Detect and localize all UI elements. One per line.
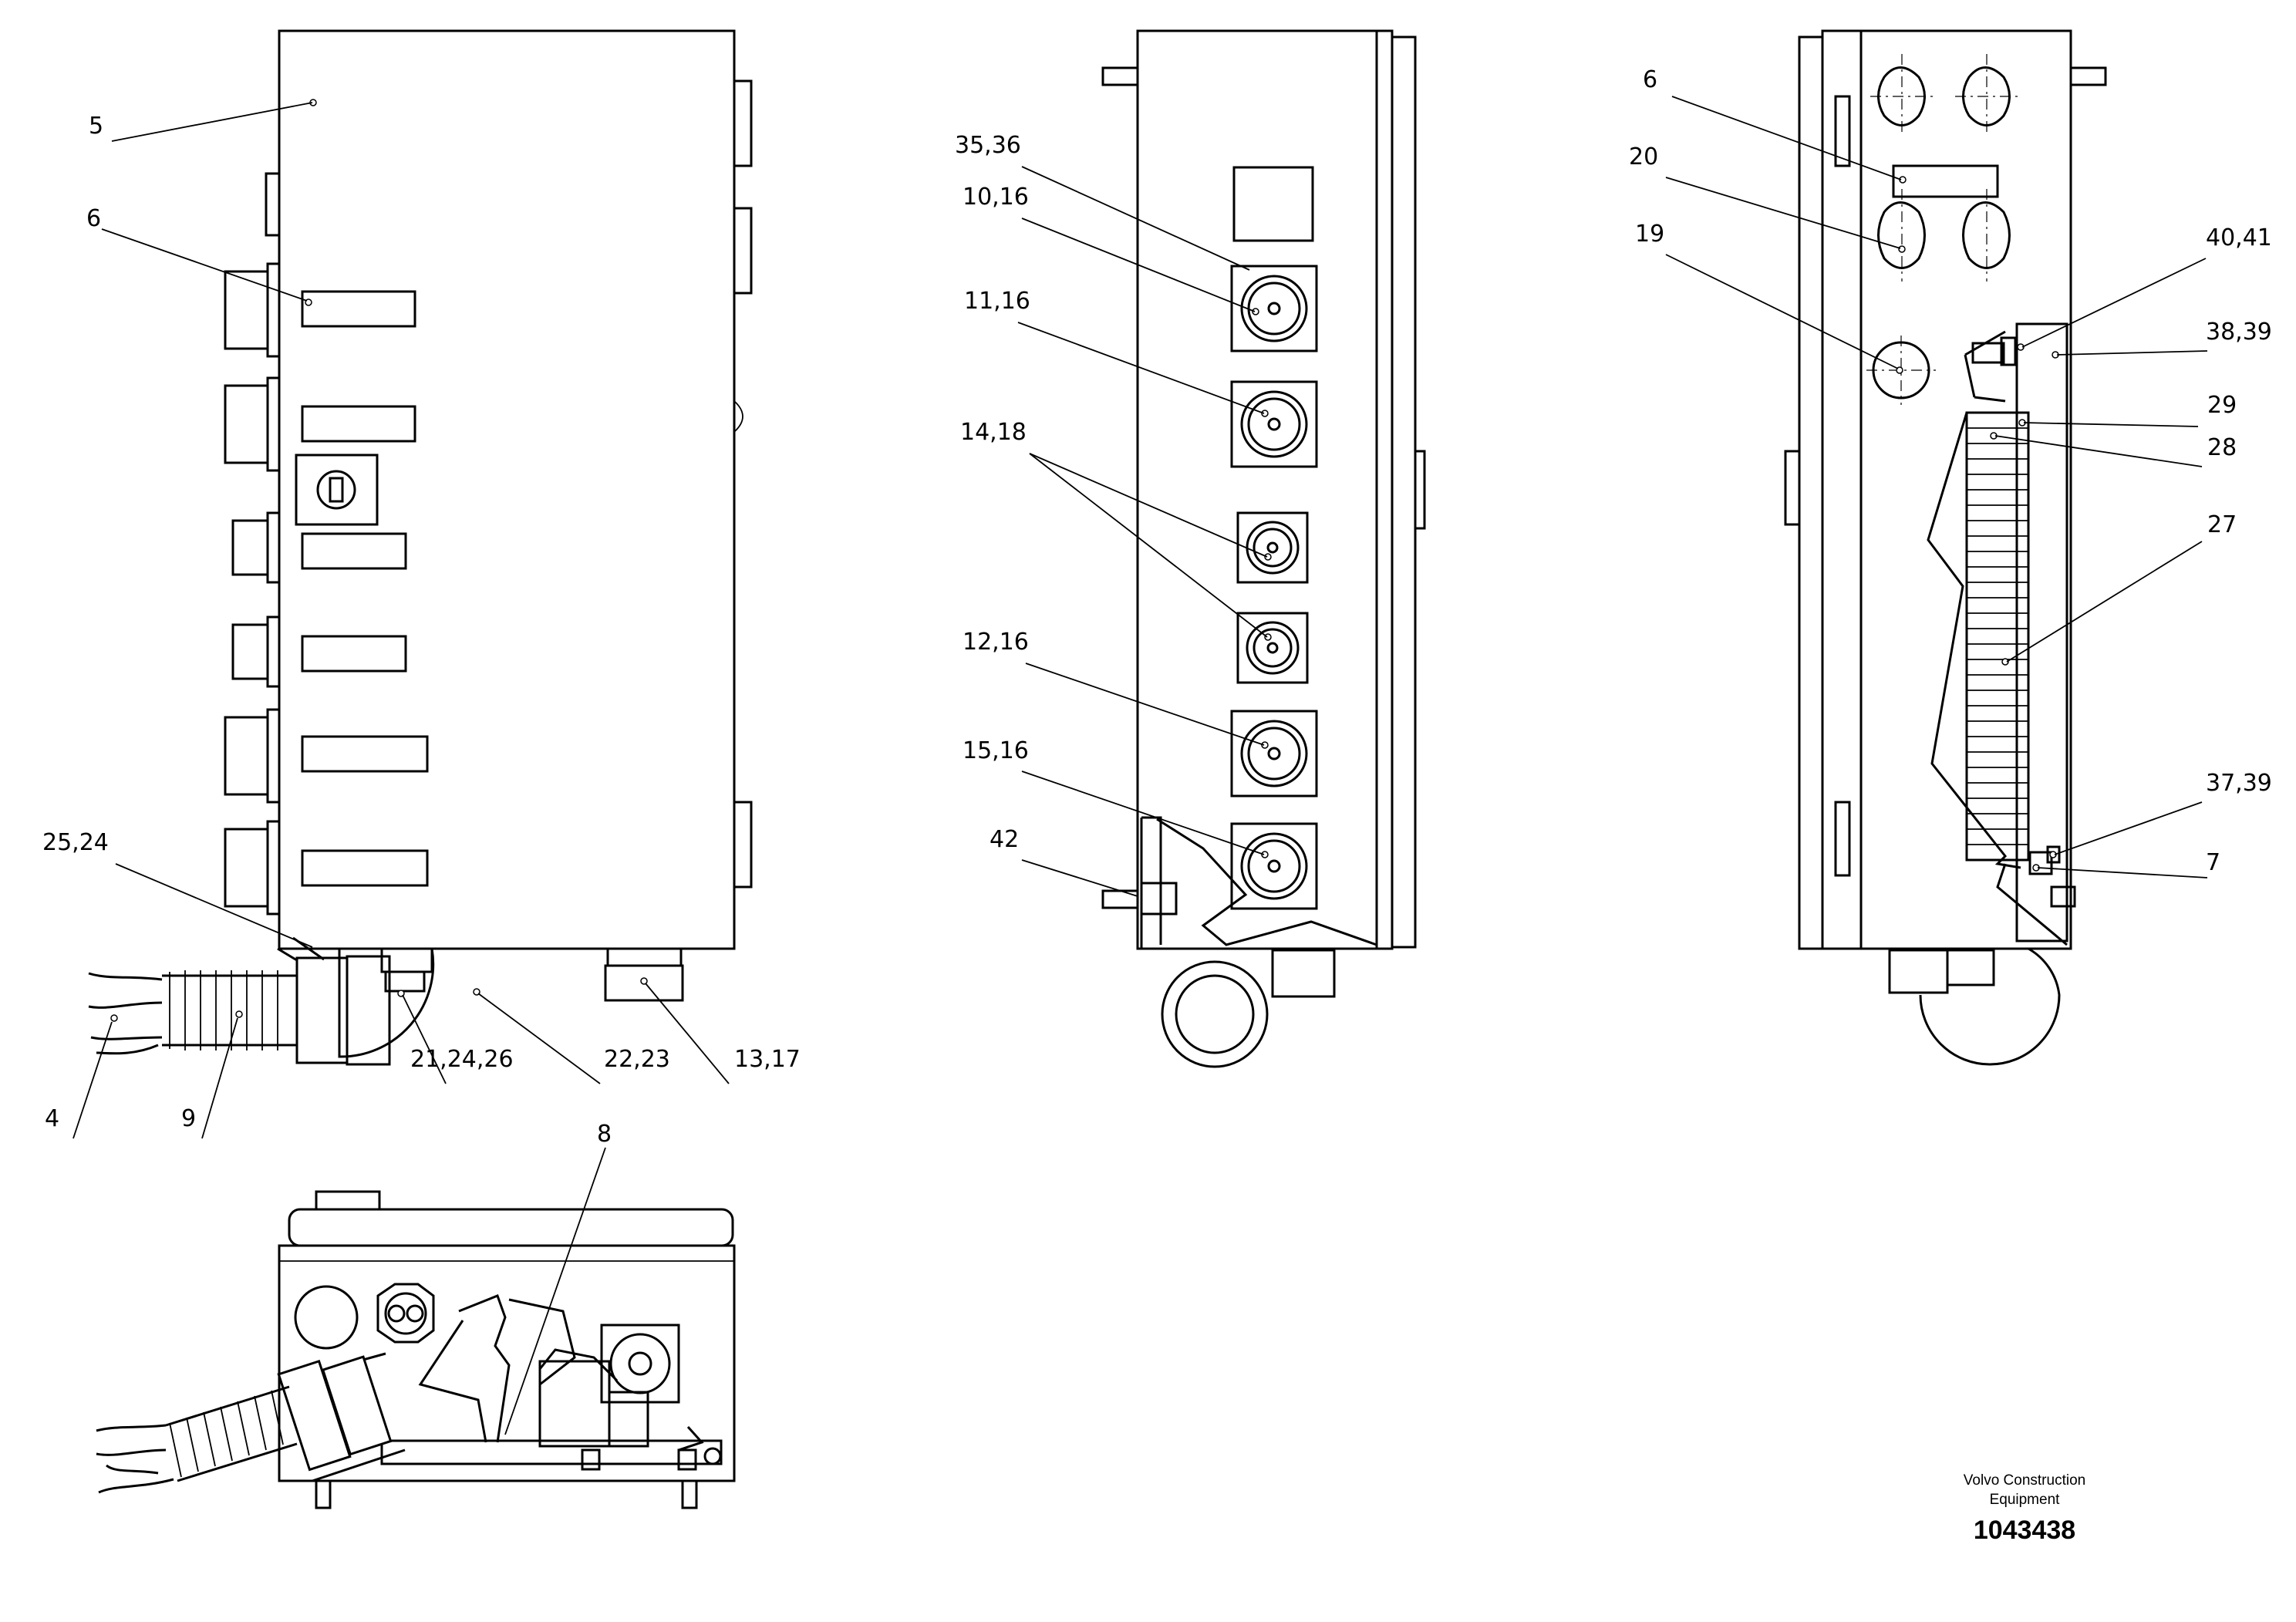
callout-37-39: 37,39 bbox=[2206, 770, 2272, 797]
leaders-side bbox=[1017, 166, 1268, 897]
callout-13-17: 13,17 bbox=[734, 1046, 801, 1073]
drawing-number: 1043438 bbox=[1974, 1516, 2075, 1545]
leaders-cutaway bbox=[1665, 96, 2208, 878]
callout-8: 8 bbox=[597, 1121, 612, 1148]
round-connector bbox=[600, 1324, 680, 1404]
title-block: Volvo Construction Equipment 1043438 bbox=[1964, 1472, 2085, 1545]
cable-gland bbox=[376, 1283, 435, 1344]
callout-10-16: 10,16 bbox=[963, 184, 1029, 211]
cabinet-cutaway bbox=[1859, 29, 2072, 950]
bottom-view: 8 bbox=[96, 1121, 736, 1509]
callout-38-39: 38,39 bbox=[2206, 319, 2272, 346]
key-switch bbox=[295, 454, 379, 526]
fuse-holders bbox=[1870, 54, 2021, 282]
cable-assembly bbox=[88, 936, 684, 1066]
callout-7: 7 bbox=[2206, 849, 2220, 876]
callout-27: 27 bbox=[2207, 511, 2237, 538]
callout-25-24: 25,24 bbox=[42, 829, 109, 856]
brand-line-2: Equipment bbox=[1990, 1492, 2061, 1508]
callout-35-36: 35,36 bbox=[955, 132, 1021, 159]
leaders-front bbox=[72, 102, 730, 1139]
conduit bbox=[96, 1352, 406, 1494]
callout-11-16: 11,16 bbox=[964, 288, 1030, 315]
callout-15-16: 15,16 bbox=[963, 737, 1029, 764]
panel-connectors bbox=[1230, 166, 1318, 910]
cabinet-body bbox=[278, 29, 736, 950]
callout-28: 28 bbox=[2207, 434, 2237, 461]
callout-42: 42 bbox=[990, 826, 1019, 853]
callout-20: 20 bbox=[1629, 143, 1658, 170]
callout-40-41: 40,41 bbox=[2206, 224, 2272, 251]
terminal-relay bbox=[538, 1348, 649, 1448]
callout-9: 9 bbox=[181, 1105, 196, 1132]
callout-5: 5 bbox=[89, 113, 103, 140]
side-connectors bbox=[224, 172, 281, 916]
callout-6: 6 bbox=[86, 205, 101, 232]
callout-21-24-26: 21,24,26 bbox=[410, 1046, 514, 1073]
callout-22-23: 22,23 bbox=[604, 1046, 670, 1073]
front-view: 5 6 25,24 4 9 21,24,26 22,23 13,17 bbox=[42, 29, 801, 1139]
callout-6-right: 6 bbox=[1643, 66, 1657, 93]
label-plates bbox=[301, 290, 429, 887]
callout-19: 19 bbox=[1635, 221, 1664, 248]
callout-29: 29 bbox=[2207, 392, 2237, 419]
terminal-block bbox=[1967, 427, 2028, 845]
cutaway-side-view: 6 20 19 40,41 38,39 29 28 27 37,39 7 bbox=[1629, 29, 2272, 1066]
brand-line-1: Volvo Construction bbox=[1964, 1472, 2085, 1489]
callout-4: 4 bbox=[45, 1105, 59, 1132]
callout-14-18: 14,18 bbox=[960, 419, 1027, 446]
connector-side-view: 35,36 10,16 11,16 14,18 12,16 15,16 42 bbox=[955, 29, 1426, 1068]
callout-12-16: 12,16 bbox=[963, 629, 1029, 656]
